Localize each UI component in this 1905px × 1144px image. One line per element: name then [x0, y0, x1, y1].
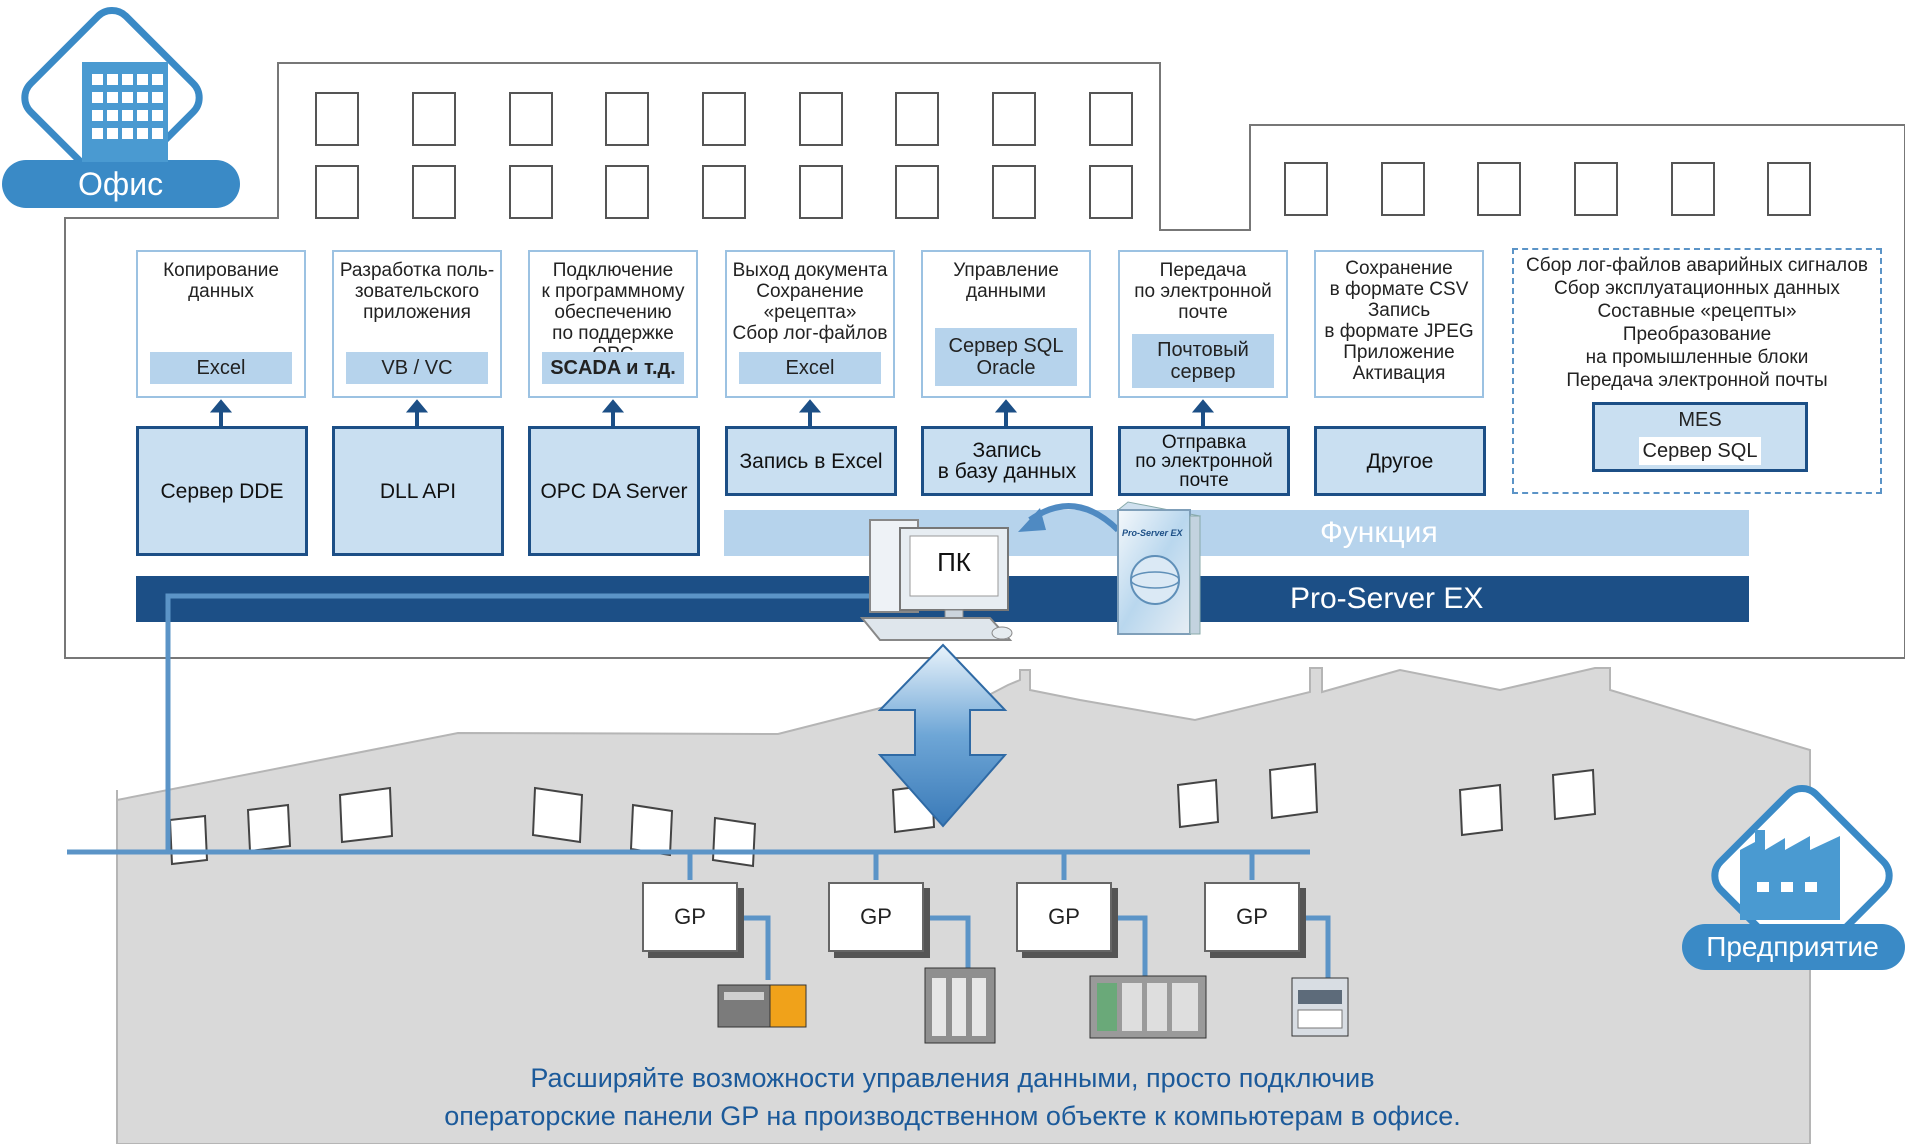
- function-text: Сохранение в формате CSV Запись в формат…: [1324, 258, 1474, 384]
- office-windows: [315, 92, 1811, 219]
- module-box: Запись в базу данных: [921, 426, 1093, 496]
- function-tag: Почтовый сервер: [1132, 334, 1274, 388]
- mes-text: Сбор лог-файлов аварийных сигналов Сбор …: [1526, 255, 1868, 391]
- function-tag: VB / VC: [346, 352, 488, 384]
- function-bar-label: Функция: [1320, 516, 1438, 549]
- double-arrow: [877, 643, 1008, 828]
- module-box: Другое: [1314, 426, 1486, 496]
- caption-line2: операторские панели GP на производственн…: [444, 1101, 1461, 1131]
- factory-label: Предприятие: [1706, 931, 1879, 962]
- function-box: Подключение к программному обеспечению п…: [528, 250, 698, 398]
- plc-device: [924, 967, 996, 1044]
- function-tag: Сервер SQL Oracle: [935, 328, 1077, 386]
- pc-icon: [859, 519, 1013, 641]
- pc-label: ПК: [937, 547, 971, 577]
- function-box: Сохранение в формате CSV Запись в формат…: [1314, 250, 1484, 398]
- function-text: Копирование данных: [163, 260, 279, 302]
- function-box: Передача по электронной почте Почтовый с…: [1118, 250, 1288, 398]
- network-lines: [67, 593, 1331, 980]
- function-text: Разработка поль- зовательского приложени…: [339, 260, 495, 323]
- mes-tag: Сервер SQL: [1639, 437, 1761, 465]
- gp-panel: GP: [1204, 882, 1300, 952]
- function-box: Копирование данных Excel: [136, 250, 306, 398]
- pro-server-label: Pro-Server EX: [1290, 582, 1484, 615]
- function-box: Разработка поль- зовательского приложени…: [332, 250, 502, 398]
- function-box: Управление данными Сервер SQL Oracle: [921, 250, 1091, 398]
- module-box: DLL API: [332, 426, 504, 556]
- gp-panel: GP: [828, 882, 924, 952]
- office-building-icon: [82, 62, 168, 162]
- function-text: Подключение к программному обеспечению п…: [541, 260, 685, 365]
- function-tag: SCADA и т.д.: [542, 352, 684, 384]
- gp-panel: GP: [1016, 882, 1112, 952]
- plc-device: [717, 984, 807, 1028]
- mes-block: Сбор лог-файлов аварийных сигналов Сбор …: [1512, 248, 1882, 494]
- mes-box: MES Сервер SQL: [1592, 402, 1808, 472]
- plc-device: [1089, 975, 1207, 1039]
- factory-icon: [1740, 830, 1840, 920]
- function-tag: Excel: [150, 352, 292, 384]
- function-text: Выход документа Сохранение «рецепта» Сбо…: [732, 260, 888, 344]
- module-box: Запись в Excel: [725, 426, 897, 496]
- mes-title: MES: [1678, 409, 1722, 431]
- gp-panel: GP: [642, 882, 738, 952]
- box-brand: Pro-Server EX: [1122, 528, 1183, 538]
- up-arrows: [209, 399, 1215, 426]
- function-tag: Excel: [739, 352, 881, 384]
- pro-server-box-icon: [1116, 501, 1202, 635]
- module-box: Отправка по электронной почте: [1118, 426, 1290, 496]
- plc-device: [1291, 977, 1349, 1037]
- office-label: Офис: [78, 166, 164, 202]
- module-box: OPC DA Server: [528, 426, 700, 556]
- function-text: Управление данными: [953, 260, 1059, 302]
- curved-arrow-head: [1018, 508, 1046, 532]
- function-text: Передача по электронной почте: [1134, 260, 1272, 323]
- function-box: Выход документа Сохранение «рецепта» Сбо…: [725, 250, 895, 398]
- caption-line1: Расширяйте возможности управления данным…: [530, 1063, 1375, 1093]
- module-box: Сервер DDE: [136, 426, 308, 556]
